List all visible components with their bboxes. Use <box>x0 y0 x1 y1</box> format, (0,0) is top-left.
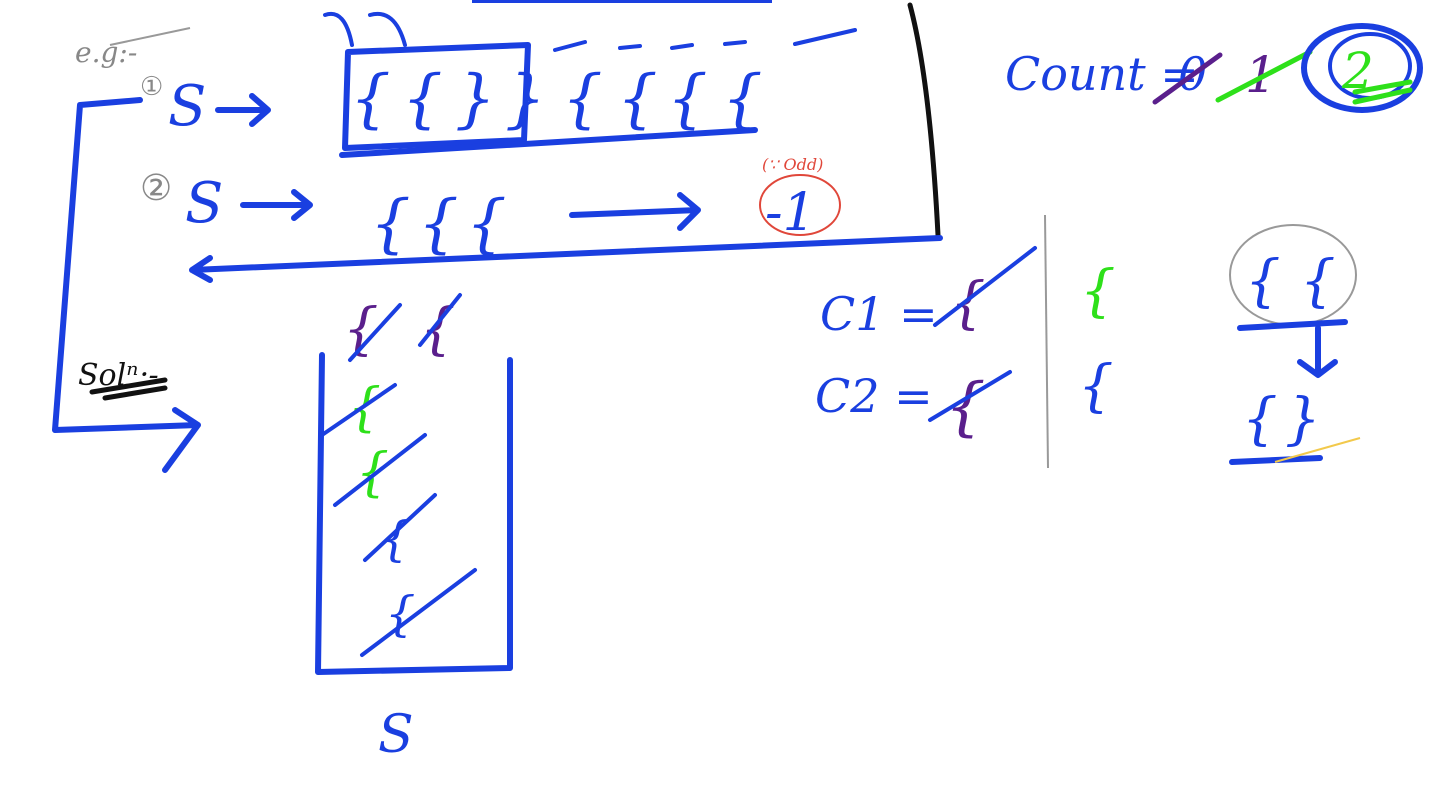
case1-overbars <box>553 28 857 52</box>
brace: { <box>356 443 389 503</box>
brace: { <box>370 187 411 261</box>
solution-underline <box>89 377 168 401</box>
brace: } <box>1285 387 1321 452</box>
case1-number: ① <box>140 72 163 102</box>
c2-label: C2 = <box>815 369 933 423</box>
case1-arrow <box>215 93 271 127</box>
brace: } <box>505 62 546 136</box>
brace: { <box>402 62 443 136</box>
brace: { <box>667 62 708 136</box>
case2-number: ② <box>140 168 172 209</box>
case2-braces: { { { <box>370 187 507 261</box>
c-divider <box>1044 214 1049 469</box>
case1-curl-arrows <box>323 11 407 47</box>
stack-top-strikes <box>348 293 462 362</box>
top-right-bracket <box>907 2 941 238</box>
top-highlight-bar <box>472 0 772 3</box>
example-underline <box>1237 319 1348 331</box>
c1-side-brace: { <box>1080 259 1116 324</box>
brace: { <box>617 62 658 136</box>
brace: { <box>722 62 763 136</box>
stack-strikes <box>320 383 477 657</box>
brace: { <box>1245 249 1281 314</box>
example-down-arrow <box>1297 325 1338 378</box>
stack-box <box>315 352 513 675</box>
left-connector <box>52 97 201 473</box>
brace: { <box>418 187 459 261</box>
minus-one: -1 <box>765 183 816 243</box>
stack-name: S <box>378 705 414 765</box>
brace: { <box>466 187 507 261</box>
c1-strike <box>933 246 1037 327</box>
count-two-underline <box>1352 79 1413 105</box>
example-bottom-underline <box>1229 455 1323 465</box>
stack-items: { { { { <box>348 378 416 642</box>
c1-label: C1 = <box>820 287 938 341</box>
odd-note: (∵ Odd) <box>762 155 823 174</box>
case1-braces: { { } } { { { { <box>350 62 763 136</box>
count-one-strike <box>1215 49 1313 103</box>
brace: { <box>343 297 379 362</box>
case2-arrow <box>240 189 313 221</box>
example-yellow-mark <box>1274 437 1361 463</box>
case1-box <box>342 42 531 151</box>
brace: { <box>1300 249 1336 314</box>
case1-underline <box>339 127 758 158</box>
brace: { <box>562 62 603 136</box>
count-zero-strike <box>1152 52 1223 105</box>
case2-bottom-arrow <box>189 235 943 283</box>
c1-brace: { <box>950 271 986 336</box>
c2-side-brace: { <box>1078 354 1114 419</box>
brace: { <box>1242 387 1278 452</box>
minus-one-circle <box>759 174 841 236</box>
case2-s: S <box>185 171 223 236</box>
case2-long-arrow <box>569 192 701 231</box>
count-two-circle <box>1301 23 1423 113</box>
brace: { <box>350 62 391 136</box>
c2-strike <box>928 370 1012 422</box>
brace: } <box>455 62 496 136</box>
case1-s: S <box>168 74 206 139</box>
eg-underline <box>109 27 191 46</box>
